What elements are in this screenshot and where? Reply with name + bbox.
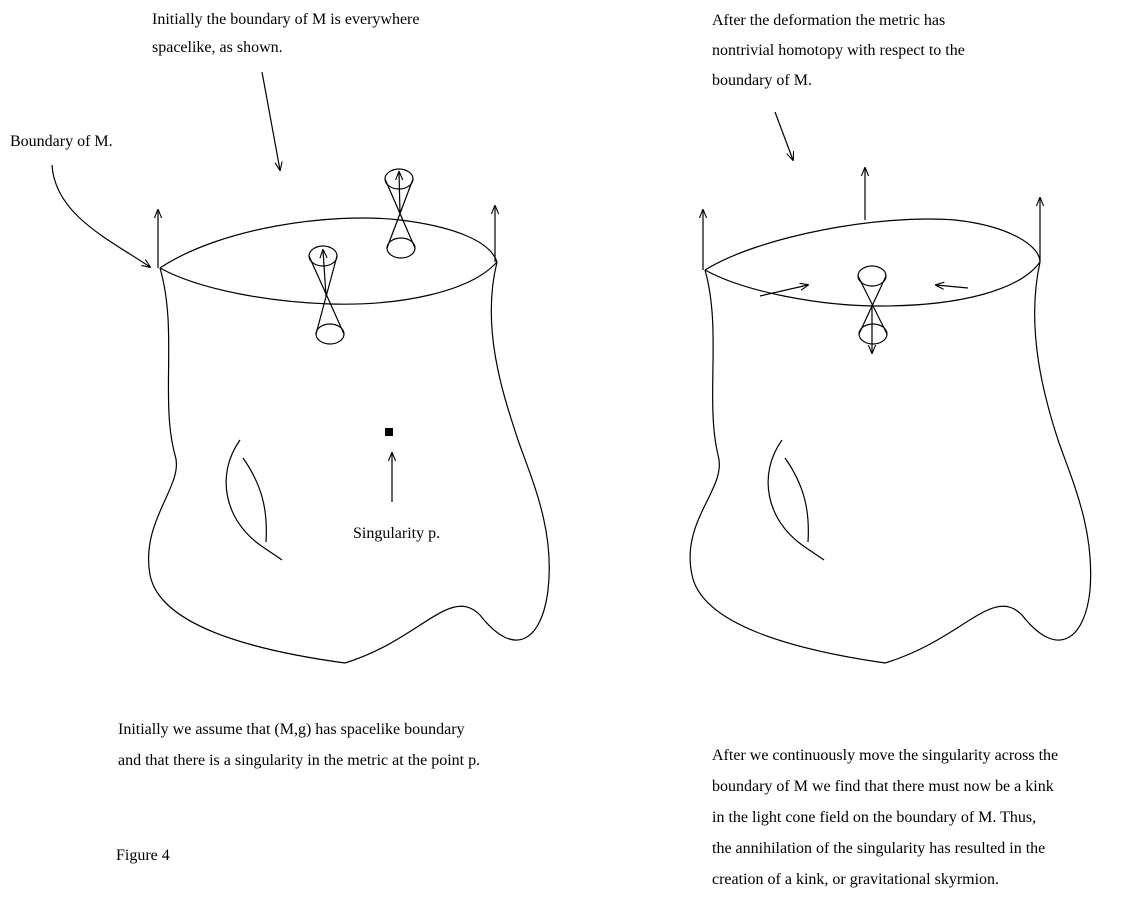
left-body-right-side (344, 261, 550, 664)
right-top-caption: After the deformation the metric has non… (712, 6, 965, 96)
right-bottom-caption-line-1: After we continuously move the singulari… (712, 747, 1059, 764)
right-bottom-caption-line-2: boundary of M we find that there must no… (712, 778, 1054, 795)
left-manifold (148, 168, 550, 664)
right-bottom-caption-line-5: creation of a kink, or gravitational sky… (712, 871, 1000, 888)
right-body-fold-lower (784, 457, 809, 543)
top-caption-arrow (261, 71, 280, 170)
right-bottom-caption: After we continuously move the singulari… (712, 740, 1058, 895)
singularity-label: Singularity p. (353, 520, 440, 548)
left-top-caption-line-2: spacelike, as shown. (152, 39, 283, 56)
left-light-cone-upper (384, 168, 416, 259)
left-bottom-caption-line-2: and that there is a singularity in the m… (118, 752, 481, 769)
right-top-caption-arrow (774, 111, 793, 160)
boundary-label-arrow (51, 164, 150, 267)
left-body-fold-upper (225, 439, 283, 561)
left-light-cone-center (308, 245, 345, 345)
right-top-caption-line-1: After the deformation the metric has (712, 12, 946, 29)
right-boundary-top-upper (704, 218, 1041, 271)
singularity-point (385, 428, 393, 436)
boundary-label: Boundary of M. (10, 128, 113, 156)
right-body-fold-upper (767, 439, 825, 561)
right-kink-arrow-left (759, 285, 808, 297)
figure-label: Figure 4 (116, 842, 170, 870)
right-light-cone (857, 265, 888, 353)
left-boundary-top-lower (159, 261, 498, 305)
boundary-label-text: Boundary of M. (10, 133, 113, 150)
singularity-label-text: Singularity p. (353, 525, 441, 542)
figure-label-text: Figure 4 (116, 847, 170, 864)
right-kink-arrow-right (936, 285, 969, 288)
right-bottom-caption-line-3: in the light cone field on the boundary … (712, 809, 1037, 826)
right-top-caption-line-3: boundary of M. (712, 72, 812, 89)
right-top-caption-line-2: nontrivial homotopy with respect to the (712, 42, 965, 59)
right-boundary-top-lower (704, 261, 1041, 307)
right-body-right-side (884, 261, 1092, 664)
left-bottom-caption: Initially we assume that (M,g) has space… (118, 714, 480, 776)
left-boundary-top-upper (159, 217, 498, 269)
right-body-left-side (689, 269, 886, 664)
left-body-left-side (148, 267, 346, 664)
left-body-fold-lower (242, 457, 267, 543)
left-bottom-caption-line-1: Initially we assume that (M,g) has space… (118, 721, 465, 738)
left-top-caption: Initially the boundary of M is everywher… (152, 6, 419, 62)
right-manifold (689, 168, 1092, 664)
left-top-caption-line-1: Initially the boundary of M is everywher… (152, 11, 420, 28)
right-bottom-caption-line-4: the annihilation of the singularity has … (712, 840, 1046, 857)
